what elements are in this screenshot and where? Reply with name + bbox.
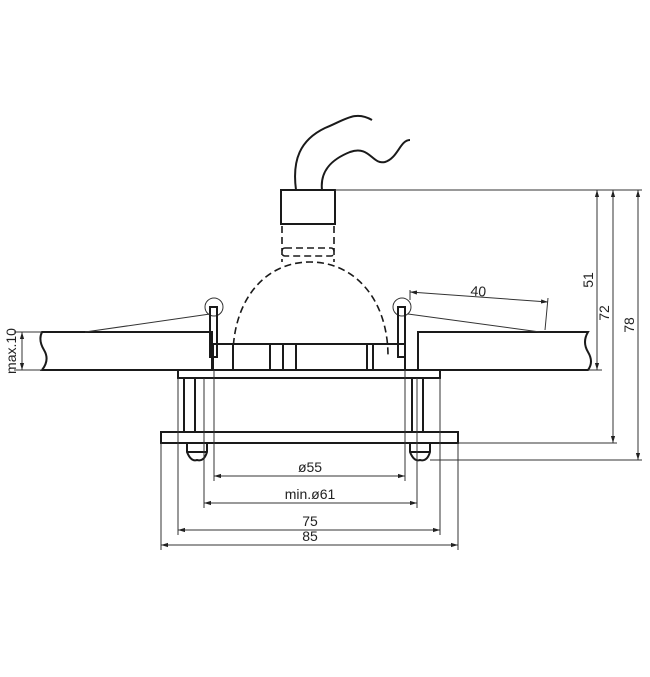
dim-outer-trim: 85 [302,528,318,544]
ceiling-section-right [417,331,592,371]
lamp-holder-ring [212,343,406,371]
dim-spring-length: 40 [470,282,487,299]
dim-height-to-trim: 72 [596,305,612,321]
spring-clip-left [84,297,224,358]
dim-lamp-diameter: ø55 [298,459,322,475]
trim-plate [160,431,459,444]
nuts [186,443,431,462]
dim-cutout: min.ø61 [285,486,336,502]
spring-clip-right [392,297,541,358]
lamp-bulb-outline [232,226,389,357]
dim-total-height: 78 [621,317,637,333]
dim-ceiling-max: max.10 [3,328,19,374]
cable [294,114,411,191]
ceiling-section-left [39,331,213,371]
extension-lines [14,189,642,550]
upper-plate [177,369,441,379]
lamp-socket-cap [280,189,336,225]
posts [183,377,424,433]
dimension-lines [19,190,641,548]
dim-depth-above-ceiling: 51 [580,272,596,288]
dim-inner-frame: 75 [302,513,318,529]
